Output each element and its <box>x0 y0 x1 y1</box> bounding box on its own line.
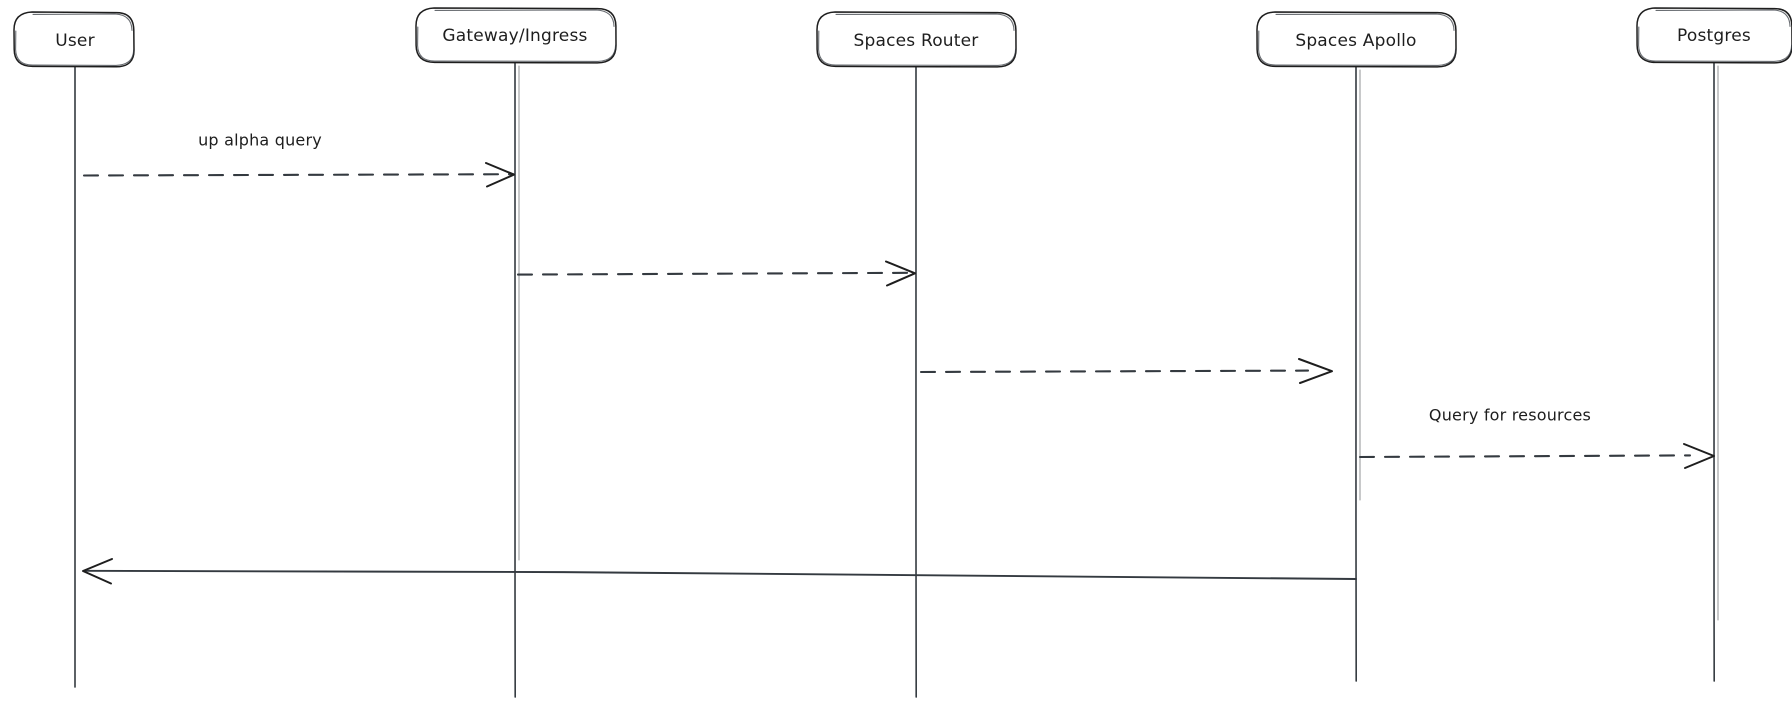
message-m2-arrowhead <box>885 260 916 287</box>
lifelines-group <box>74 62 1719 698</box>
message-m1-label: up alpha query <box>198 131 322 150</box>
message-m4-line <box>1358 454 1692 459</box>
message-m1-line <box>82 173 515 177</box>
participant-spaces-router-box-sketch <box>818 13 1017 66</box>
participant-gateway-box <box>415 7 617 64</box>
participant-gateway-label: Gateway/Ingress <box>442 26 587 46</box>
message-m5-line <box>83 569 1357 580</box>
participant-user-label: User <box>55 31 95 51</box>
message-m3[interactable] <box>919 358 1333 384</box>
message-m4-label: Query for resources <box>1429 406 1591 425</box>
message-m3-arrowhead <box>1298 358 1333 384</box>
participant-spaces-apollo-box <box>1256 11 1457 68</box>
message-m1-arrowhead <box>485 162 515 188</box>
participant-spaces-apollo[interactable]: Spaces Apollo <box>1256 11 1457 68</box>
participant-user-box <box>13 11 135 68</box>
participant-gateway-box-sketch <box>417 9 617 62</box>
message-m3-line <box>919 369 1310 374</box>
message-m5[interactable] <box>82 558 1357 585</box>
participant-boxes-group: User Gateway/Ingress Spaces Router Space… <box>13 7 1792 68</box>
message-m2[interactable] <box>516 260 916 287</box>
participant-user[interactable]: User <box>13 11 135 68</box>
message-m1[interactable]: up alpha query <box>82 131 515 188</box>
message-m4[interactable]: Query for resources <box>1358 406 1715 469</box>
participant-postgres-box <box>1636 7 1792 64</box>
participant-spaces-apollo-label: Spaces Apollo <box>1295 31 1416 51</box>
message-m4-arrowhead <box>1683 443 1715 469</box>
participant-gateway[interactable]: Gateway/Ingress <box>415 7 617 64</box>
participant-spaces-router-label: Spaces Router <box>853 31 978 51</box>
message-m2-line <box>516 271 915 276</box>
participant-postgres-box-sketch <box>1638 9 1792 62</box>
participant-user-box-sketch <box>15 13 135 66</box>
participant-spaces-router[interactable]: Spaces Router <box>816 11 1017 68</box>
participant-spaces-apollo-box-sketch <box>1258 13 1457 66</box>
lifeline-spaces-apollo <box>1355 66 1361 682</box>
message-m5-arrowhead <box>82 558 113 585</box>
participant-postgres[interactable]: Postgres <box>1636 7 1792 64</box>
participant-spaces-router-box <box>816 11 1017 68</box>
lifeline-gateway <box>514 62 520 698</box>
lifeline-postgres <box>1713 62 1719 682</box>
messages-group: up alpha query Query for resources <box>82 131 1715 585</box>
participant-postgres-label: Postgres <box>1677 26 1751 46</box>
